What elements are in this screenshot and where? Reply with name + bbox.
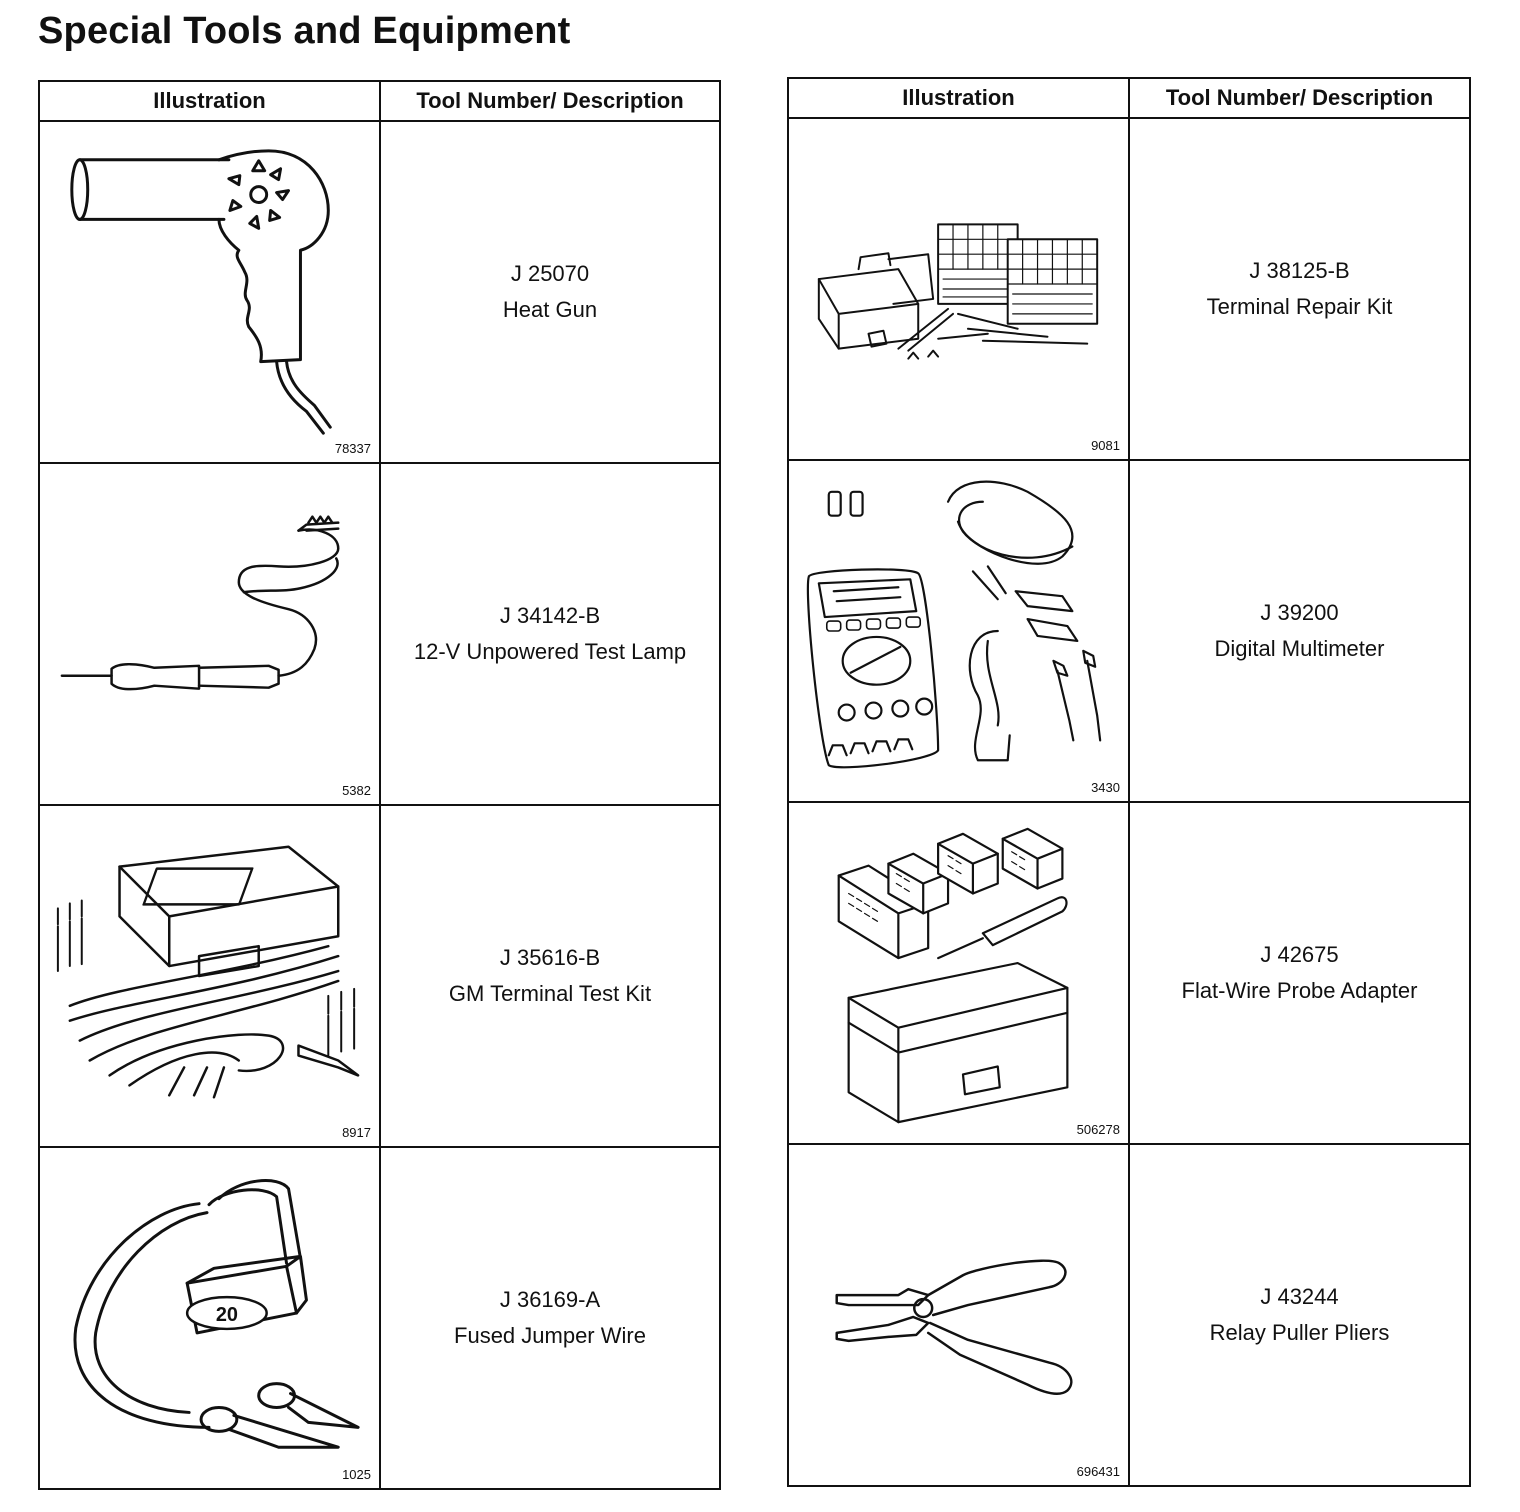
illustration-cell: 506278 bbox=[787, 801, 1130, 1145]
figure-number: 8917 bbox=[342, 1125, 371, 1140]
table-row: 8917 J 35616-B GM Terminal Test Kit bbox=[38, 804, 721, 1148]
table-row: 20 1025 J 36169-A Fused Jumper Wire bbox=[38, 1146, 721, 1490]
tool-number: J 39200 bbox=[1260, 600, 1339, 625]
figure-number: 696431 bbox=[1076, 1464, 1120, 1479]
tool-number: J 34142-B bbox=[499, 603, 601, 628]
table-row: 506278 J 42675 Flat-Wire Probe Adapter bbox=[787, 801, 1471, 1145]
tool-number: J 42675 bbox=[1260, 942, 1339, 967]
header-tool-description: Tool Number/ Description bbox=[379, 80, 721, 122]
tool-description: Digital Multimeter bbox=[1214, 636, 1385, 661]
table-header-row: Illustration Tool Number/ Description bbox=[787, 77, 1471, 119]
header-tool-description: Tool Number/ Description bbox=[1128, 77, 1471, 119]
page-title: Special Tools and Equipment bbox=[38, 10, 571, 52]
terminal-test-kit-icon bbox=[56, 845, 360, 1099]
tool-description: Terminal Repair Kit bbox=[1206, 294, 1393, 319]
test-lamp-icon bbox=[60, 515, 340, 691]
tool-number: J 36169-A bbox=[499, 1287, 601, 1312]
figure-number: 9081 bbox=[1091, 438, 1120, 453]
description-cell: J 43244 Relay Puller Pliers bbox=[1128, 1143, 1471, 1487]
description-cell: J 36169-A Fused Jumper Wire bbox=[379, 1146, 721, 1490]
table-row: 5382 J 34142-B 12-V Unpowered Test Lamp bbox=[38, 462, 721, 806]
tool-description: GM Terminal Test Kit bbox=[448, 981, 652, 1006]
tool-description: Fused Jumper Wire bbox=[454, 1323, 646, 1348]
heat-gun-icon bbox=[70, 149, 332, 435]
illustration-cell: 696431 bbox=[787, 1143, 1130, 1487]
digital-multimeter-icon bbox=[806, 480, 1102, 769]
header-illustration: Illustration bbox=[787, 77, 1130, 119]
header-illustration: Illustration bbox=[38, 80, 381, 122]
illustration-cell: 3430 bbox=[787, 459, 1130, 803]
tool-number: J 43244 bbox=[1260, 1284, 1339, 1309]
tool-description: 12-V Unpowered Test Lamp bbox=[413, 639, 687, 664]
tool-number: J 25070 bbox=[510, 261, 590, 286]
table-row: 78337 J 25070 Heat Gun bbox=[38, 120, 721, 464]
description-cell: J 38125-B Terminal Repair Kit bbox=[1128, 117, 1471, 461]
tools-table-right: Illustration Tool Number/ Description bbox=[787, 77, 1471, 1487]
description-cell: J 34142-B 12-V Unpowered Test Lamp bbox=[379, 462, 721, 806]
table-header-row: Illustration Tool Number/ Description bbox=[38, 80, 721, 122]
tool-number: J 35616-B bbox=[499, 945, 601, 970]
description-cell: J 39200 Digital Multimeter bbox=[1128, 459, 1471, 803]
illustration-cell: 5382 bbox=[38, 462, 381, 806]
tool-number: J 38125-B bbox=[1249, 258, 1350, 283]
illustration-cell: 20 1025 bbox=[38, 1146, 381, 1490]
figure-number: 78337 bbox=[334, 441, 371, 456]
flat-wire-probe-adapter-icon bbox=[837, 827, 1069, 1124]
figure-number: 3430 bbox=[1091, 780, 1120, 795]
description-cell: J 25070 Heat Gun bbox=[379, 120, 721, 464]
illustration-cell: 9081 bbox=[787, 117, 1130, 461]
tool-description: Flat-Wire Probe Adapter bbox=[1181, 978, 1418, 1003]
illustration-cell: 78337 bbox=[38, 120, 381, 464]
illustration-cell: 8917 bbox=[38, 804, 381, 1148]
fused-jumper-wire-icon: 20 bbox=[73, 1179, 360, 1449]
table-row: 3430 J 39200 Digital Multimeter bbox=[787, 459, 1471, 803]
fuse-rating-label: 20 bbox=[216, 1304, 238, 1326]
figure-number: 5382 bbox=[342, 783, 371, 798]
tool-description: Heat Gun bbox=[502, 297, 598, 322]
figure-number: 506278 bbox=[1076, 1122, 1120, 1137]
description-cell: J 35616-B GM Terminal Test Kit bbox=[379, 804, 721, 1148]
table-row: 696431 J 43244 Relay Puller Pliers bbox=[787, 1143, 1471, 1487]
tools-table-left: Illustration Tool Number/ Description 78… bbox=[38, 80, 721, 1490]
terminal-repair-kit-icon bbox=[817, 223, 1099, 360]
table-row: 9081 J 38125-B Terminal Repair Kit bbox=[787, 117, 1471, 461]
tool-description: Relay Puller Pliers bbox=[1209, 1320, 1390, 1345]
relay-puller-pliers-icon bbox=[835, 1259, 1073, 1395]
figure-number: 1025 bbox=[342, 1467, 371, 1482]
description-cell: J 42675 Flat-Wire Probe Adapter bbox=[1128, 801, 1471, 1145]
